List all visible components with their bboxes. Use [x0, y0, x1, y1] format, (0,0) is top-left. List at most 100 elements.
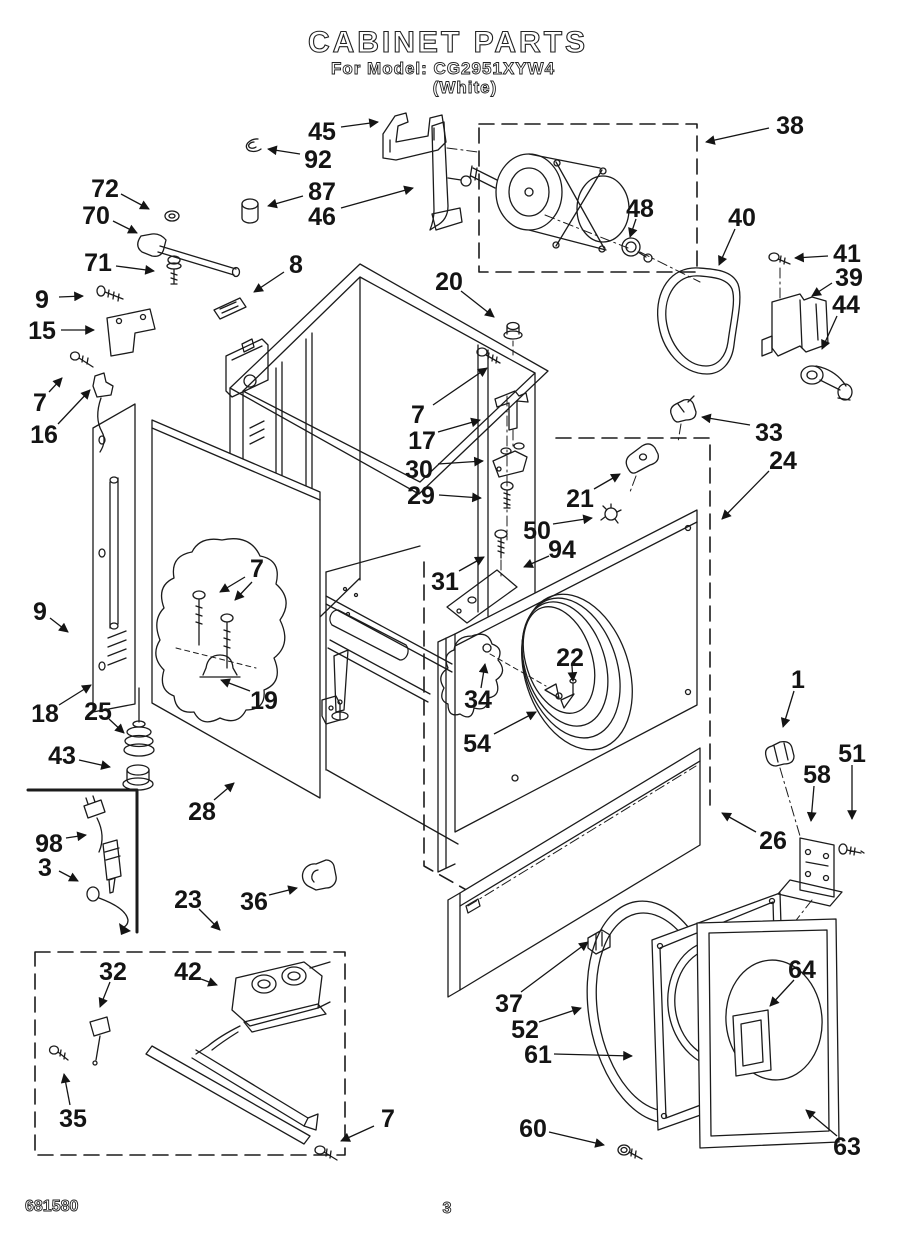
leader-arrow	[552, 514, 593, 525]
part-number: 7	[33, 389, 47, 417]
leader-arrow	[806, 785, 817, 822]
part-label-52: 52	[511, 1006, 582, 1044]
part-number: 17	[408, 427, 436, 455]
leader-arrow	[721, 470, 770, 520]
burner-assembly	[34, 951, 346, 1161]
leader-arrow	[58, 291, 84, 302]
leader-arrow	[432, 367, 488, 406]
leader-arrow	[200, 977, 218, 987]
part-label-37: 37	[495, 941, 589, 1018]
leader-arrow	[115, 265, 155, 275]
door-assembly	[586, 740, 865, 1160]
part-number: 45	[308, 118, 336, 146]
part-number: 33	[755, 419, 783, 447]
part-label-39: 39	[811, 264, 863, 297]
part-number: 38	[776, 112, 804, 140]
part-label-51: 51	[838, 740, 866, 820]
part-label-92: 92	[267, 145, 332, 174]
part-number: 7	[381, 1105, 395, 1133]
part-label-98: 98	[35, 830, 87, 858]
part-label-61: 61	[524, 1041, 633, 1069]
part-number: 31	[431, 568, 459, 596]
leader-arrow	[523, 555, 550, 568]
leader-arrow	[567, 665, 578, 682]
leader-arrow	[340, 118, 379, 129]
doc-number: 681580	[25, 1198, 78, 1215]
leader-arrow	[98, 981, 111, 1008]
leader-arrow	[49, 617, 69, 633]
part-number: 48	[626, 195, 654, 223]
left-trim-panel	[92, 403, 136, 713]
page-title: CABINET PARTS	[308, 26, 588, 59]
part-label-25: 25	[84, 698, 125, 734]
leader-arrow	[701, 413, 751, 426]
leader-arrow	[60, 1073, 71, 1106]
leader-arrow	[438, 492, 482, 503]
part-number: 63	[833, 1133, 861, 1161]
motor-assembly	[469, 123, 701, 283]
part-label-87: 87	[267, 178, 336, 209]
leader-arrow	[58, 870, 79, 882]
leader-arrow	[340, 185, 414, 209]
part-number: 35	[59, 1105, 87, 1133]
leader-arrow	[520, 941, 589, 993]
leader-arrow	[253, 271, 285, 293]
leader-arrow	[58, 684, 92, 706]
part-number: 3	[38, 854, 52, 882]
leader-arrow	[267, 195, 304, 209]
leader-arrow	[493, 711, 537, 735]
upper-left-parts	[69, 112, 479, 453]
part-label-44: 44	[821, 291, 860, 350]
leader-arrow	[267, 145, 301, 156]
part-label-54: 54	[463, 711, 537, 758]
part-label-41: 41	[794, 240, 861, 268]
part-number: 34	[464, 686, 492, 714]
part-number: 58	[803, 761, 831, 789]
leader-arrow	[198, 908, 221, 931]
leader-arrow	[548, 1131, 605, 1148]
part-label-35: 35	[59, 1073, 87, 1133]
part-number: 1	[791, 666, 805, 694]
part-number: 7	[250, 555, 264, 583]
part-label-15: 15	[28, 317, 95, 345]
part-label-45: 45	[308, 118, 379, 146]
leader-arrow	[538, 1006, 582, 1023]
leader-arrow	[112, 220, 138, 234]
part-number: 64	[788, 956, 816, 984]
part-number: 44	[832, 291, 860, 319]
part-label-20: 20	[435, 268, 495, 318]
model-line: For Model: CG2951XYW4	[331, 59, 555, 78]
part-label-64: 64	[769, 956, 816, 1007]
front-panel-dashed-outline	[423, 437, 711, 893]
side-panel	[122, 419, 341, 799]
part-number: 7	[411, 401, 425, 429]
part-number: 9	[33, 598, 47, 626]
part-number: 50	[523, 517, 551, 545]
leader-arrow	[65, 831, 87, 842]
part-label-9: 9	[35, 286, 84, 314]
part-number: 54	[463, 730, 491, 758]
part-number: 52	[511, 1016, 539, 1044]
part-label-32: 32	[98, 958, 127, 1008]
leader-arrow	[805, 1109, 838, 1137]
leader-arrow	[593, 473, 621, 490]
leader-arrow	[120, 193, 150, 210]
part-label-24: 24	[721, 447, 797, 520]
page-number: 3	[443, 1200, 452, 1217]
part-number: 15	[28, 317, 56, 345]
part-number: 16	[30, 421, 58, 449]
part-number: 40	[728, 204, 756, 232]
part-number: 8	[289, 251, 303, 279]
igniter-kit-box	[26, 788, 139, 935]
leader-arrow	[811, 282, 833, 297]
leader-arrow	[437, 456, 484, 467]
leader-arrow	[437, 417, 481, 433]
part-number: 29	[407, 482, 435, 510]
part-number: 72	[91, 175, 119, 203]
leader-arrow	[458, 556, 485, 572]
part-label-26: 26	[721, 812, 787, 855]
front-panel	[437, 509, 698, 873]
part-number: 37	[495, 990, 523, 1018]
